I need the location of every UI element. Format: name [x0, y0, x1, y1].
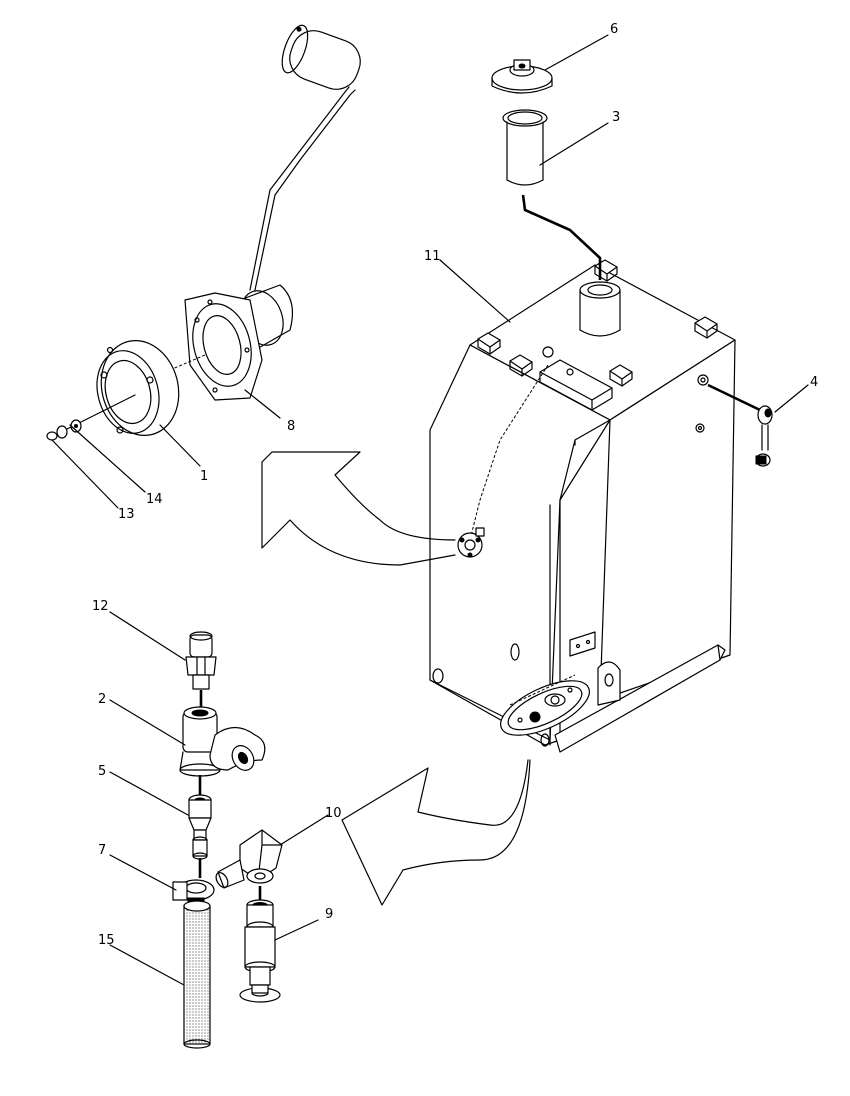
filler-cap: [491, 59, 553, 94]
side-sender-fitting: [457, 527, 485, 558]
fuel-hose: [183, 900, 211, 1049]
gauge-guide-line: [169, 354, 206, 371]
gauge-sender-body: [184, 284, 293, 401]
drain-plate: [500, 674, 590, 736]
tank-details: [432, 374, 709, 747]
gauge-float: [249, 24, 361, 291]
tank-body: [429, 264, 736, 753]
cap-assembly-line: [521, 194, 602, 280]
callout-15: 15: [98, 933, 115, 948]
retaining-clip: [707, 383, 773, 467]
gauge-flange: [54, 340, 180, 436]
callout-7: 7: [98, 843, 106, 858]
filler-neck: [579, 281, 621, 337]
leader-lines: [51, 34, 809, 986]
sender-guide-line: [469, 364, 549, 541]
adapter-fitting: [185, 631, 217, 690]
callout-12: 12: [92, 599, 109, 614]
callout-5: 5: [98, 764, 106, 779]
hose-nipple: [188, 794, 212, 860]
callout-4: 4: [810, 375, 818, 390]
filler-strainer: [502, 109, 548, 186]
callout-6: 6: [610, 22, 618, 37]
callout-9: 9: [325, 907, 333, 922]
detail-arrow-upper: [261, 451, 456, 566]
callout-1: 1: [200, 469, 208, 484]
callout-13: 13: [118, 507, 135, 522]
detail-arrow-lower: [341, 759, 531, 906]
drain-cock: [239, 899, 281, 1003]
callout-8: 8: [287, 419, 295, 434]
callout-2: 2: [98, 692, 106, 707]
callout-10: 10: [325, 806, 342, 821]
callout-3: 3: [612, 110, 620, 125]
callout-14: 14: [146, 492, 163, 507]
callout-11: 11: [424, 249, 441, 264]
elbow-fitting: [215, 829, 283, 889]
callout-labels: 1 2 3 4 5 6 7 8 9 10 11 12 13 14 15: [92, 22, 818, 948]
tee-valve-fitting: [179, 706, 266, 777]
